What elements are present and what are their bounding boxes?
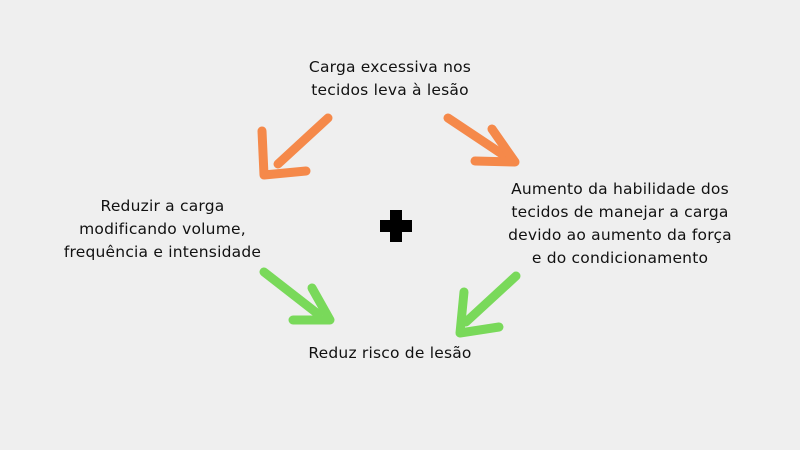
plus-icon [380,210,412,242]
right-node-text: Aumento da habilidade dos tecidos de man… [495,178,745,270]
arrow-left-to-bottom [259,267,335,325]
right-node-line-4: e do condicionamento [531,249,709,267]
arrow-top-to-left [257,113,333,180]
left-node-line-1: Reduzir a carga [100,197,225,215]
right-node-line-3: devido ao aumento da força [508,226,732,244]
left-node-text: Reduzir a carga modificando volume, freq… [45,195,280,264]
bottom-node-text: Reduz risco de lesão [290,342,490,365]
right-node-line-1: Aumento da habilidade dos [511,180,729,198]
bottom-node-line-1: Reduz risco de lesão [308,344,472,362]
left-node-line-3: frequência e intensidade [63,243,262,261]
top-node-line-1: Carga excessiva nos [308,58,472,76]
top-node-text: Carga excessiva nos tecidos leva à lesão [290,56,490,102]
right-node-line-2: tecidos de manejar a carga [511,203,729,221]
left-node-line-2: modificando volume, [79,220,246,238]
arrow-right-to-bottom [455,271,521,338]
top-node-line-2: tecidos leva à lesão [311,81,469,99]
arrow-top-to-right [443,113,520,167]
